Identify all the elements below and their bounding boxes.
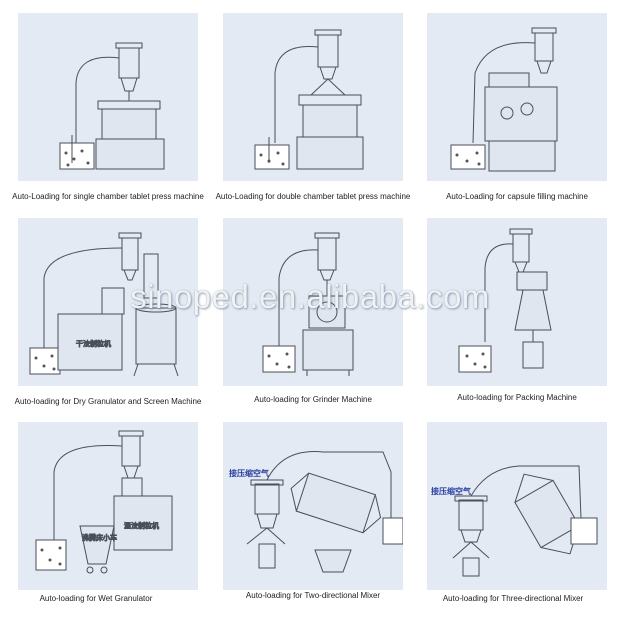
wet-granulator-label: 湿法制粒机 bbox=[124, 521, 159, 530]
caption-single-chamber: Auto-Loading for single chamber tablet p… bbox=[12, 192, 204, 201]
fluid-bed-cart-label: 沸腾床小车 bbox=[82, 533, 117, 542]
panel-wet-granulator: 湿法制粒机 沸腾床小车 bbox=[18, 422, 198, 590]
panel-two-directional-mixer: 接压缩空气 bbox=[223, 422, 403, 590]
caption-dry-granulator: Auto-loading for Dry Granulator and Scre… bbox=[14, 397, 202, 406]
panel-double-chamber-tablet-press bbox=[223, 13, 403, 181]
caption-double-chamber: Auto-Loading for double chamber tablet p… bbox=[215, 192, 411, 201]
wet-granulator-illustration: 湿法制粒机 沸腾床小车 bbox=[35, 430, 173, 574]
dry-granulator-illustration: 干法制粒机 bbox=[29, 232, 179, 377]
compressed-air-label-2d: 接压缩空气 bbox=[229, 468, 269, 478]
caption-packing: Auto-loading for Packing Machine bbox=[457, 393, 577, 402]
dry-granulator-label: 干法制粒机 bbox=[76, 339, 111, 348]
single-chamber-tablet-press-illustration bbox=[59, 42, 165, 170]
two-directional-mixer-illustration: 接压缩空气 bbox=[229, 451, 403, 573]
three-directional-mixer-illustration: 接压缩空气 bbox=[431, 465, 598, 577]
double-chamber-tablet-press-illustration bbox=[254, 29, 364, 170]
caption-grinder: Auto-loading for Grinder Machine bbox=[254, 395, 372, 404]
panel-packing bbox=[427, 218, 607, 386]
caption-two-directional-mixer: Auto-loading for Two-directional Mixer bbox=[245, 591, 381, 600]
panel-single-chamber-tablet-press bbox=[18, 13, 198, 181]
caption-three-directional-mixer: Auto-loading for Three-directional Mixer bbox=[442, 594, 584, 603]
panel-three-directional-mixer: 接压缩空气 bbox=[427, 422, 607, 590]
caption-capsule-filling: Auto-Loading for capsule filling machine bbox=[446, 192, 588, 201]
panel-capsule-filling bbox=[427, 13, 607, 181]
panel-grinder bbox=[223, 218, 403, 386]
panel-dry-granulator: 干法制粒机 bbox=[18, 218, 198, 386]
capsule-filling-illustration bbox=[450, 27, 558, 172]
compressed-air-label-3d: 接压缩空气 bbox=[431, 486, 471, 496]
caption-wet-granulator: Auto-loading for Wet Granulator bbox=[39, 594, 153, 603]
grinder-illustration bbox=[262, 232, 354, 376]
packing-machine-illustration bbox=[458, 228, 552, 373]
